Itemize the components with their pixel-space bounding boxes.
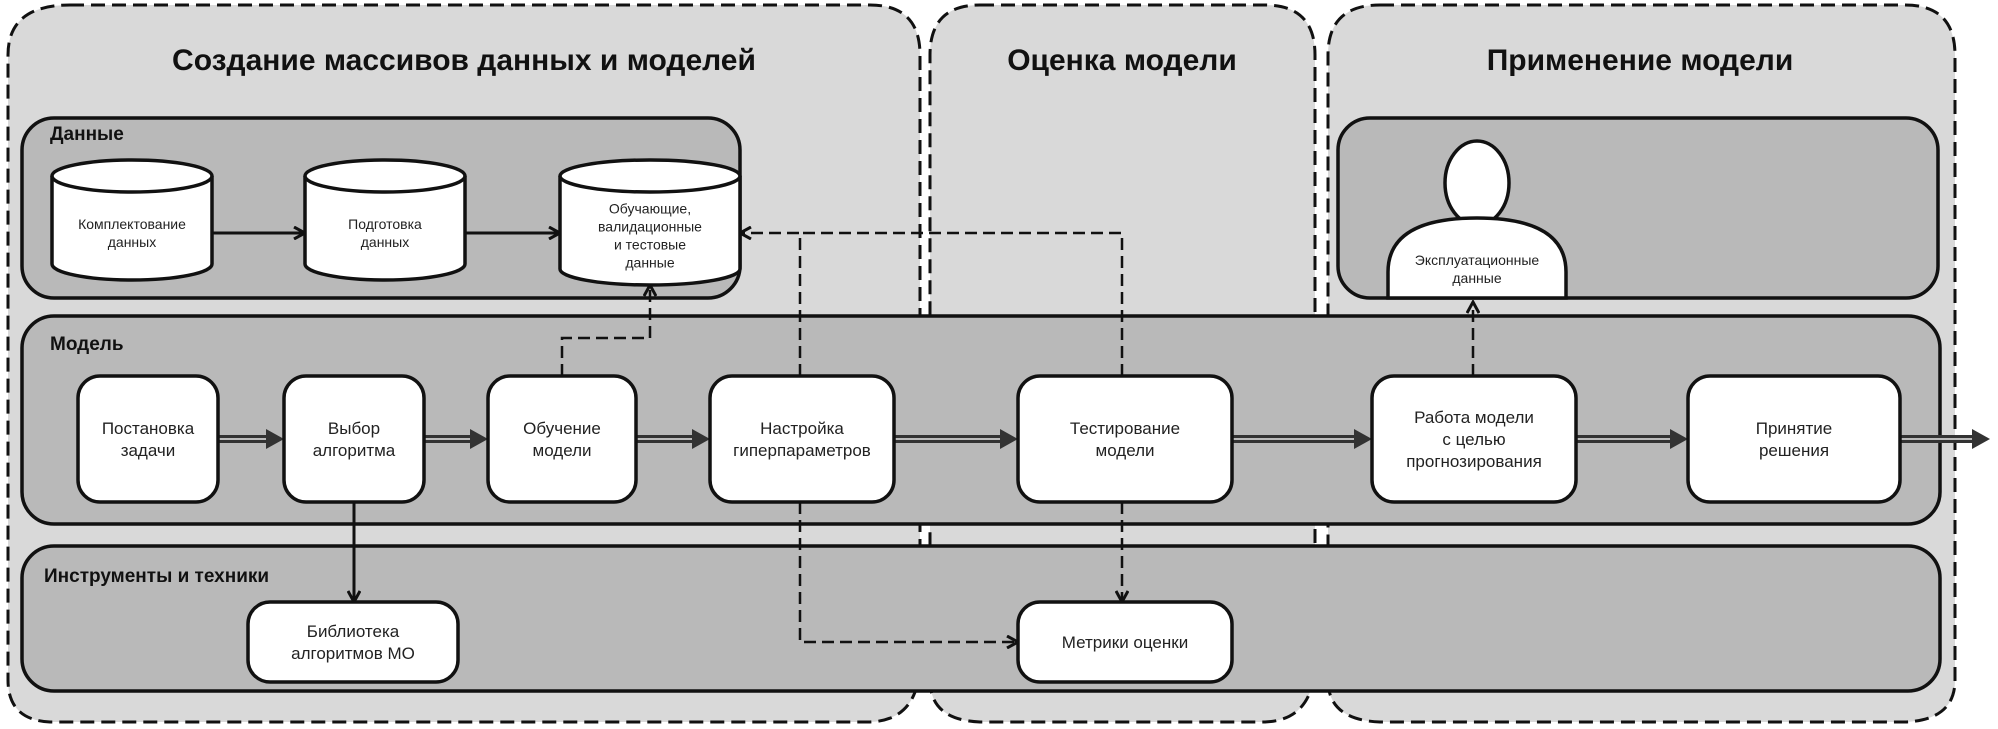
node-label: данных — [108, 234, 156, 250]
node-label: данные — [625, 255, 674, 271]
arrow-head — [1670, 429, 1688, 449]
node-label: модели — [1096, 441, 1155, 460]
node-operational-data[interactable]: Эксплуатационные данные — [1386, 139, 1568, 300]
node-metrics[interactable]: Метрики оценки — [1016, 600, 1234, 684]
cylinder-body — [558, 176, 742, 287]
node-decide[interactable]: Принятие решения — [1686, 374, 1902, 504]
node-label: задачи — [121, 441, 176, 460]
node-label: данные — [1452, 270, 1501, 286]
node-label: Комплектование — [78, 216, 186, 232]
node-label: Метрики оценки — [1062, 633, 1188, 652]
lane-title-model: Модель — [50, 334, 124, 355]
node-label: алгоритмов МО — [291, 644, 415, 663]
node-label: с целью — [1442, 430, 1505, 449]
node-label: Выбор — [328, 419, 380, 438]
node-label: модели — [533, 441, 592, 460]
cylinder-body — [303, 176, 467, 282]
node-label: Библиотека — [307, 622, 400, 641]
arrow-head — [470, 429, 488, 449]
dashed-edge — [740, 233, 802, 376]
node-tune[interactable]: Настройка гиперпараметров — [708, 374, 896, 504]
node-label: Принятие — [1756, 419, 1833, 438]
node-label: алгоритма — [313, 441, 396, 460]
node-label: Обучение — [523, 419, 601, 438]
node-label: и тестовые — [614, 237, 686, 253]
node-train[interactable]: Обучение модели — [486, 374, 638, 504]
node-label: Тестирование — [1070, 419, 1180, 438]
node-box — [1016, 374, 1234, 504]
cylinder-body — [50, 176, 214, 282]
node-label: гиперпараметров — [733, 441, 871, 460]
dashed-edge — [560, 285, 650, 376]
node-box — [1370, 374, 1578, 504]
phase-title-application: Применение модели — [1487, 44, 1794, 77]
node-box — [1016, 600, 1234, 684]
arrow-head — [1000, 429, 1018, 449]
node-label: Подготовка — [348, 216, 422, 232]
phase-title-evaluation: Оценка модели — [1007, 44, 1237, 77]
node-label: Работа модели — [1414, 408, 1534, 427]
node-label: Эксплуатационные — [1415, 252, 1540, 268]
node-datasets[interactable]: Обучающие, валидационные и тестовые данные — [558, 158, 742, 287]
node-label: данных — [361, 234, 409, 250]
arrow-head — [266, 429, 284, 449]
arrow-head — [1972, 429, 1990, 449]
node-box — [246, 600, 460, 684]
node-test[interactable]: Тестирование модели — [1016, 374, 1234, 504]
node-label: Постановка — [102, 419, 195, 438]
phase-title-creation: Создание массивов данных и моделей — [172, 44, 756, 77]
node-algo[interactable]: Выбор алгоритма — [282, 374, 426, 504]
cylinder-top — [558, 158, 742, 194]
node-box — [1686, 374, 1902, 504]
lane-title-tools: Инструменты и техники — [44, 566, 269, 587]
node-collect[interactable]: Комплектование данных — [50, 158, 214, 282]
node-prepare[interactable]: Подготовка данных — [303, 158, 467, 282]
node-label: Настройка — [760, 419, 844, 438]
person-body-icon — [1386, 216, 1568, 300]
node-label: Обучающие, — [609, 201, 691, 217]
node-label: прогнозирования — [1406, 452, 1542, 471]
node-task[interactable]: Постановка задачи — [76, 374, 220, 504]
lane-tools — [20, 544, 1942, 693]
node-box — [708, 374, 896, 504]
node-box — [76, 374, 220, 504]
dashed-edge — [798, 502, 1018, 642]
node-library[interactable]: Библиотека алгоритмов МО — [246, 600, 460, 684]
dashed-edge — [800, 231, 1124, 376]
arrow-head — [1354, 429, 1372, 449]
node-label: решения — [1759, 441, 1829, 460]
node-box — [486, 374, 638, 504]
node-box — [282, 374, 426, 504]
cylinder-top — [50, 158, 214, 194]
arrow-head — [692, 429, 710, 449]
node-label: валидационные — [598, 219, 702, 235]
lane-title-data: Данные — [50, 124, 124, 145]
person-head-icon — [1443, 139, 1511, 227]
cylinder-top — [303, 158, 467, 194]
node-predict[interactable]: Работа модели с целью прогнозирования — [1370, 374, 1578, 504]
